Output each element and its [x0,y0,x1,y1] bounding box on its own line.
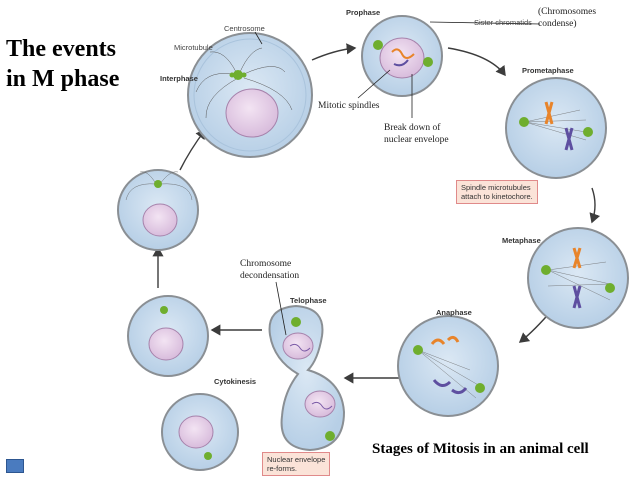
arrow-prophase-to-prometaphase [447,47,506,77]
slide-nav-button[interactable] [6,459,24,473]
callout-lines [254,21,541,336]
chromosomes-condense-annotation: (Chromosomes condense) [538,6,596,30]
centrosome-icon [413,345,485,393]
decondensation-line-2: decondensation [240,271,300,281]
breakdown-line-1: Break down of [384,123,441,133]
condense-line-1: (Chromosomes [538,7,597,17]
title-line-1: The events [6,36,116,62]
decondensation-line-1: Chromosome [240,259,292,269]
spindle-note-line-1: Spindle microtubules [461,183,531,192]
arrow-to-interphase [179,128,206,171]
slide-title: The events in M phase [6,34,119,94]
prometaphase-label: Prometaphase [522,66,574,75]
interphase-label: Interphase [160,74,198,83]
centrosome-icon [373,40,433,67]
breakdown-line-2: nuclear envelope [384,135,449,145]
centrosome-icon [541,265,615,293]
decondensation-pointer [275,281,287,336]
metaphase-cell [527,227,629,329]
centrosome-pointer [254,31,263,45]
cytokinesis-label: Cytokinesis [214,377,257,386]
decondensation-annotation: Chromosome decondensation [240,258,299,282]
mitotic-spindle-pointer [357,69,391,99]
centrosome-icon [154,180,162,188]
cytokinesis-cell-middle [127,295,209,377]
spindle-note-line-2: attach to kinetochore. [461,192,533,201]
metaphase-label: Metaphase [502,236,541,245]
envelope-note-box: Nuclear envelope re-forms. [262,452,331,476]
anaphase-label: Anaphase [436,308,472,317]
title-line-2: in M phase [6,66,120,92]
prometaphase-cell [505,77,607,179]
cytokinesis-cell-bottom [161,393,239,471]
arrow-interphase-to-prophase [311,43,357,61]
prophase-label: Prophase [346,8,381,17]
centrosome-icon [229,70,247,80]
anaphase-cell [397,315,499,417]
telophase-label: Telophase [290,296,327,305]
cytokinesis-cell-top [117,169,199,251]
breakdown-annotation: Break down of nuclear envelope [384,122,449,146]
diagram-caption: Stages of Mitosis in an animal cell [372,441,589,457]
centrosome-icon [291,317,335,441]
centrosome-icon [160,306,168,314]
prophase-cell [361,15,443,97]
arrow-prometaphase-to-metaphase [589,187,601,224]
interphase-cell [187,32,313,158]
spindle-note-box: Spindle microtubules attach to kinetocho… [456,180,538,204]
envelope-note-line-2: re-forms. [267,464,297,473]
condense-line-2: condense) [538,19,577,29]
sister-chromatids-label: Sister chromatids [474,18,532,27]
envelope-note-line-1: Nuclear envelope [267,455,326,464]
chromatids-pointer [429,21,541,25]
centrosome-icon [204,452,212,460]
mitotic-spindles-annotation: Mitotic spindles [318,101,380,111]
centrosome-label: Centrosome [224,24,265,33]
microtubule-label: Microtubule [174,43,213,52]
centrosome-icon [519,117,593,137]
telophase-cell [268,304,346,452]
